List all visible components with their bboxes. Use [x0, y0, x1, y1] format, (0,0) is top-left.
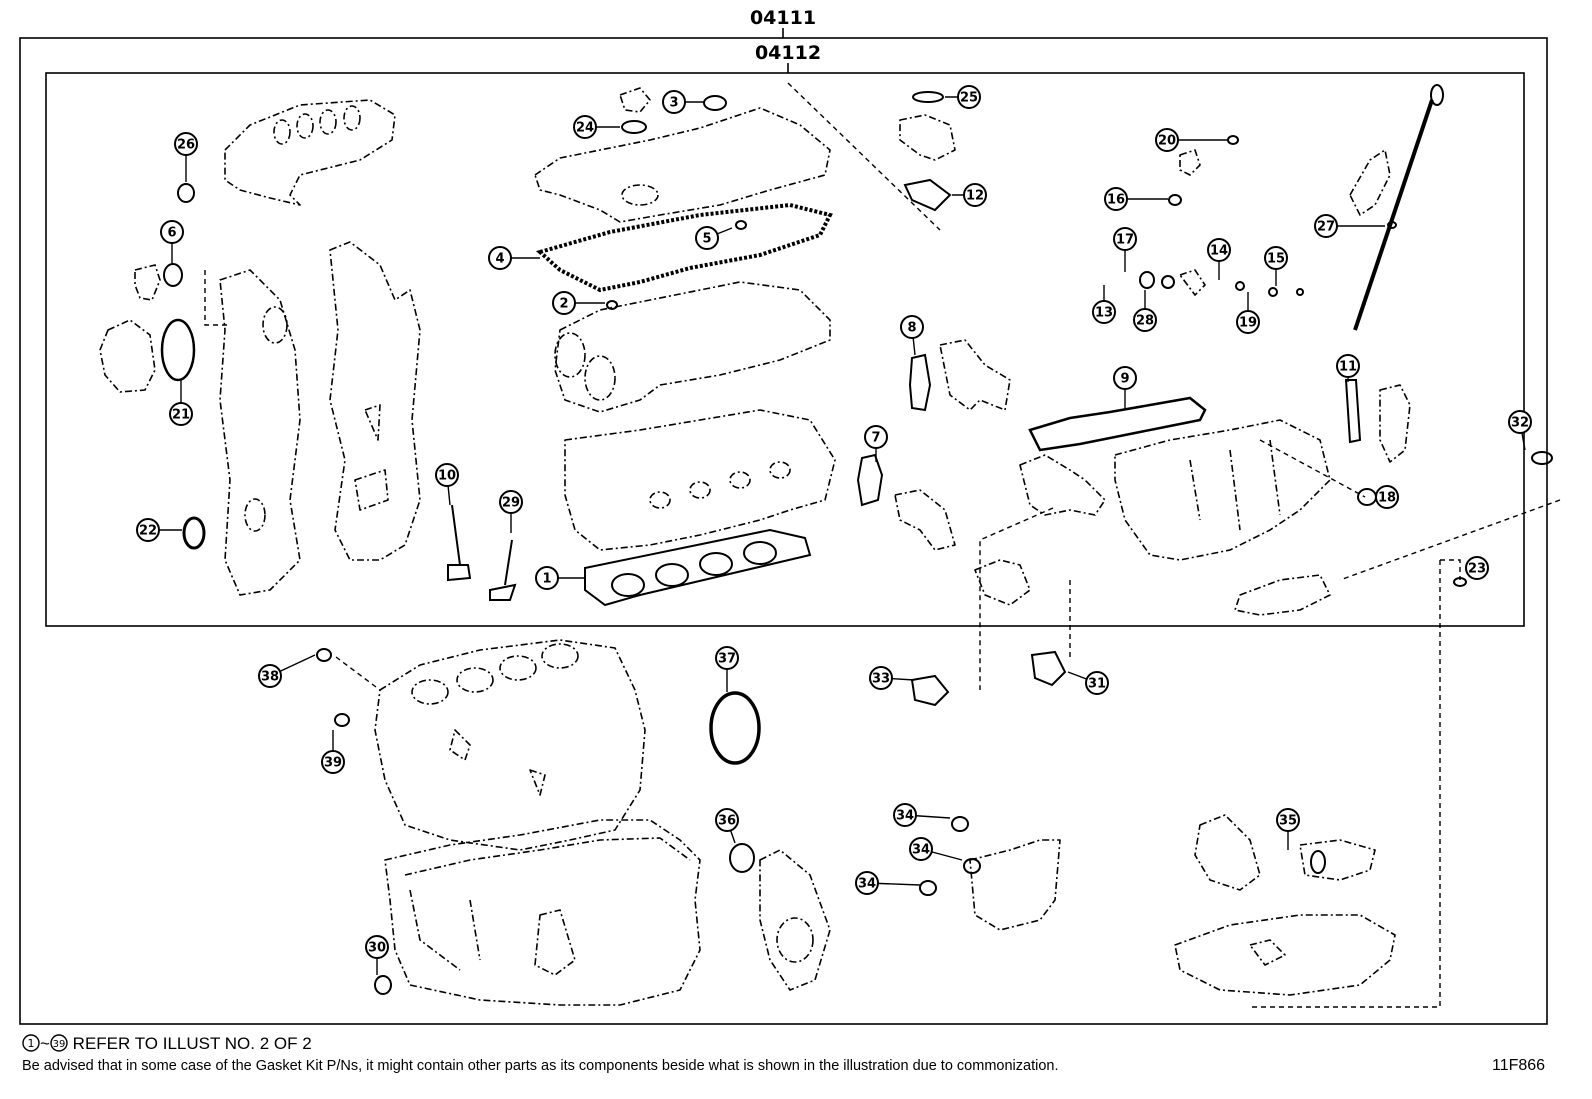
inner-kit-frame — [45, 72, 1525, 627]
callout-range-start: 1 — [22, 1034, 40, 1052]
svg-text:26: 26 — [177, 138, 195, 153]
svg-text:13: 13 — [1095, 306, 1113, 321]
callout-17: 17 — [1113, 227, 1137, 272]
svg-text:37: 37 — [718, 652, 736, 667]
callout-20: 20 — [1155, 128, 1227, 152]
callout-39: 39 — [321, 730, 345, 774]
callout-4: 4 — [488, 246, 540, 270]
svg-text:10: 10 — [438, 469, 456, 484]
svg-text:25: 25 — [960, 91, 978, 106]
callout-27: 27 — [1314, 214, 1385, 238]
callout-12: 12 — [952, 183, 987, 207]
svg-text:18: 18 — [1378, 491, 1396, 506]
callout-14: 14 — [1207, 238, 1231, 280]
svg-text:7: 7 — [871, 431, 880, 446]
outer-kit-frame — [19, 37, 1548, 1025]
svg-text:19: 19 — [1239, 316, 1257, 331]
svg-text:2: 2 — [559, 297, 568, 312]
callout-35: 35 — [1276, 808, 1300, 850]
range-separator: ~ — [40, 1034, 50, 1053]
svg-text:39: 39 — [324, 756, 342, 771]
callout-26: 26 — [174, 132, 198, 182]
callout-16: 16 — [1104, 187, 1168, 211]
callout-38: 38 — [258, 654, 316, 688]
callout-5: 5 — [695, 226, 733, 250]
svg-text:9: 9 — [1120, 372, 1129, 387]
callout-3: 3 — [662, 90, 704, 114]
svg-text:39: 39 — [53, 1039, 66, 1050]
svg-text:23: 23 — [1468, 562, 1486, 577]
reference-note: 1 ~39 REFER TO ILLUST NO. 2 OF 2 — [22, 1034, 312, 1054]
callout-range-end: 39 — [50, 1034, 68, 1052]
svg-text:30: 30 — [368, 941, 386, 956]
callout-18: 18 — [1375, 485, 1399, 509]
callouts: 1234567891011121314151617181920212223242… — [136, 85, 1532, 975]
svg-text:33: 33 — [872, 672, 890, 687]
callout-10: 10 — [435, 463, 459, 506]
svg-text:12: 12 — [966, 189, 984, 204]
callout-34: 34 — [855, 871, 921, 895]
svg-text:38: 38 — [261, 670, 279, 685]
svg-text:27: 27 — [1317, 220, 1335, 235]
dashed-leaders — [204, 82, 1561, 1008]
callout-9: 9 — [1113, 366, 1137, 410]
callout-31: 31 — [1067, 671, 1109, 695]
svg-text:28: 28 — [1136, 314, 1154, 329]
callout-34: 34 — [909, 837, 963, 861]
svg-text:17: 17 — [1116, 233, 1134, 248]
callout-2: 2 — [552, 291, 605, 315]
reference-text: REFER TO ILLUST NO. 2 OF 2 — [67, 1034, 312, 1053]
callout-33: 33 — [869, 666, 915, 690]
advice-note: Be advised that in some case of the Gask… — [22, 1058, 1059, 1074]
callout-30: 30 — [365, 935, 389, 975]
svg-text:1: 1 — [28, 1037, 35, 1050]
svg-text:5: 5 — [702, 232, 711, 247]
svg-text:11: 11 — [1339, 360, 1357, 375]
svg-text:29: 29 — [502, 496, 520, 511]
part-illustrations — [99, 84, 1553, 1006]
svg-text:34: 34 — [912, 843, 930, 858]
svg-text:20: 20 — [1158, 134, 1176, 149]
svg-text:8: 8 — [907, 321, 916, 336]
callout-28: 28 — [1133, 290, 1157, 332]
callout-34: 34 — [893, 803, 951, 827]
callout-8: 8 — [900, 315, 924, 356]
svg-text:34: 34 — [896, 809, 914, 824]
svg-text:4: 4 — [495, 252, 504, 267]
callout-22: 22 — [136, 518, 182, 542]
kit-number-inner: 04112 — [755, 42, 821, 64]
callout-1: 1 — [535, 566, 585, 590]
callout-15: 15 — [1264, 246, 1288, 286]
svg-text:1: 1 — [542, 572, 551, 587]
svg-text:16: 16 — [1107, 193, 1125, 208]
svg-text:31: 31 — [1088, 677, 1106, 692]
callout-19: 19 — [1236, 292, 1260, 334]
svg-text:36: 36 — [718, 814, 736, 829]
callout-21: 21 — [169, 380, 193, 426]
kit-number-outer: 04111 — [750, 7, 816, 29]
svg-text:22: 22 — [139, 524, 157, 539]
callout-36: 36 — [715, 808, 739, 844]
svg-text:24: 24 — [576, 121, 594, 136]
svg-text:3: 3 — [669, 96, 678, 111]
callout-11: 11 — [1336, 354, 1360, 382]
svg-text:6: 6 — [167, 226, 176, 241]
callout-37: 37 — [715, 646, 739, 692]
callout-25: 25 — [945, 85, 981, 109]
svg-text:15: 15 — [1267, 252, 1285, 267]
callout-13: 13 — [1092, 285, 1116, 324]
callout-32: 32 — [1508, 410, 1532, 451]
svg-text:14: 14 — [1210, 244, 1228, 259]
callout-29: 29 — [499, 490, 523, 533]
callout-23: 23 — [1465, 556, 1489, 580]
svg-text:35: 35 — [1279, 814, 1297, 829]
svg-text:21: 21 — [172, 408, 190, 423]
figure-id: 11F866 — [1492, 1057, 1546, 1074]
svg-text:34: 34 — [858, 877, 876, 892]
callout-6: 6 — [160, 220, 184, 264]
callout-7: 7 — [864, 425, 888, 462]
svg-text:32: 32 — [1511, 416, 1529, 431]
callout-24: 24 — [573, 115, 620, 139]
